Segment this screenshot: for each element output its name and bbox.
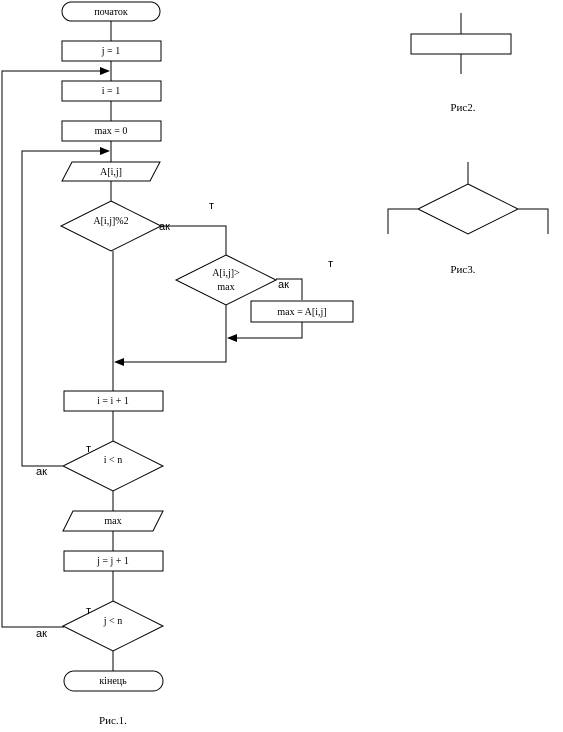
decision-j-label: j < n bbox=[103, 616, 122, 627]
branch-no-label: ак bbox=[278, 279, 289, 291]
figure-1-caption: Рис.1. bbox=[99, 715, 127, 727]
process-max-init: max = 0 bbox=[61, 120, 162, 142]
branch-yes-label: т bbox=[328, 258, 333, 270]
decision-even-label: A[i,j]%2 bbox=[93, 216, 128, 227]
branch-no-label: ак bbox=[159, 221, 170, 233]
i-inc-label: i = i + 1 bbox=[97, 396, 129, 407]
max-init-label: max = 0 bbox=[95, 126, 128, 137]
branch-yes-label: т bbox=[209, 200, 214, 212]
start-label: початок bbox=[94, 7, 128, 18]
start-terminal: початок bbox=[61, 1, 161, 22]
output-label: max bbox=[104, 516, 121, 527]
process-i-inc: i = i + 1 bbox=[63, 390, 164, 412]
process-j-inc: j = j + 1 bbox=[63, 550, 164, 572]
decision-i-label: i < n bbox=[104, 455, 122, 466]
end-label: кінець bbox=[99, 676, 127, 687]
decision-max: A[i,j]> max bbox=[174, 254, 278, 306]
process-assign-max: max = A[i,j] bbox=[250, 300, 354, 323]
figure-2-process-block: Рис2. bbox=[410, 13, 512, 114]
branch-yes-label: т bbox=[86, 605, 91, 617]
branch-labels: т ак т ак т ак т ак bbox=[36, 200, 333, 640]
process-i-init: i = 1 bbox=[61, 80, 162, 102]
connector-lines bbox=[1, 21, 303, 671]
decision-j: j < n bbox=[61, 600, 165, 652]
j-init-label: j = 1 bbox=[101, 46, 120, 57]
branch-no-label: ак bbox=[36, 466, 47, 478]
i-init-label: i = 1 bbox=[102, 86, 120, 97]
branch-yes-label: т bbox=[86, 443, 91, 455]
figure-3-decision-block: Рис3. bbox=[387, 162, 549, 276]
process-j-init: j = 1 bbox=[61, 40, 162, 62]
output-parallelogram: max bbox=[62, 510, 164, 532]
decision-even: A[i,j]%2 bbox=[59, 200, 163, 252]
decision-max-label-line2: max bbox=[217, 282, 234, 293]
j-inc-label: j = j + 1 bbox=[96, 556, 129, 567]
end-terminal: кінець bbox=[63, 670, 164, 692]
figure-2-caption: Рис2. bbox=[450, 102, 475, 114]
input-label: A[i,j] bbox=[100, 167, 122, 178]
input-parallelogram: A[i,j] bbox=[61, 161, 161, 182]
decision-i: i < n bbox=[61, 440, 165, 492]
decision-max-label-line1: A[i,j]> bbox=[212, 268, 240, 279]
branch-no-label: ак bbox=[36, 628, 47, 640]
assign-max-label: max = A[i,j] bbox=[277, 307, 326, 318]
figure-1-flowchart: початок j = 1 i = 1 max = 0 A[i,j] A[i,j… bbox=[1, 1, 354, 727]
figure-3-caption: Рис3. bbox=[450, 264, 475, 276]
